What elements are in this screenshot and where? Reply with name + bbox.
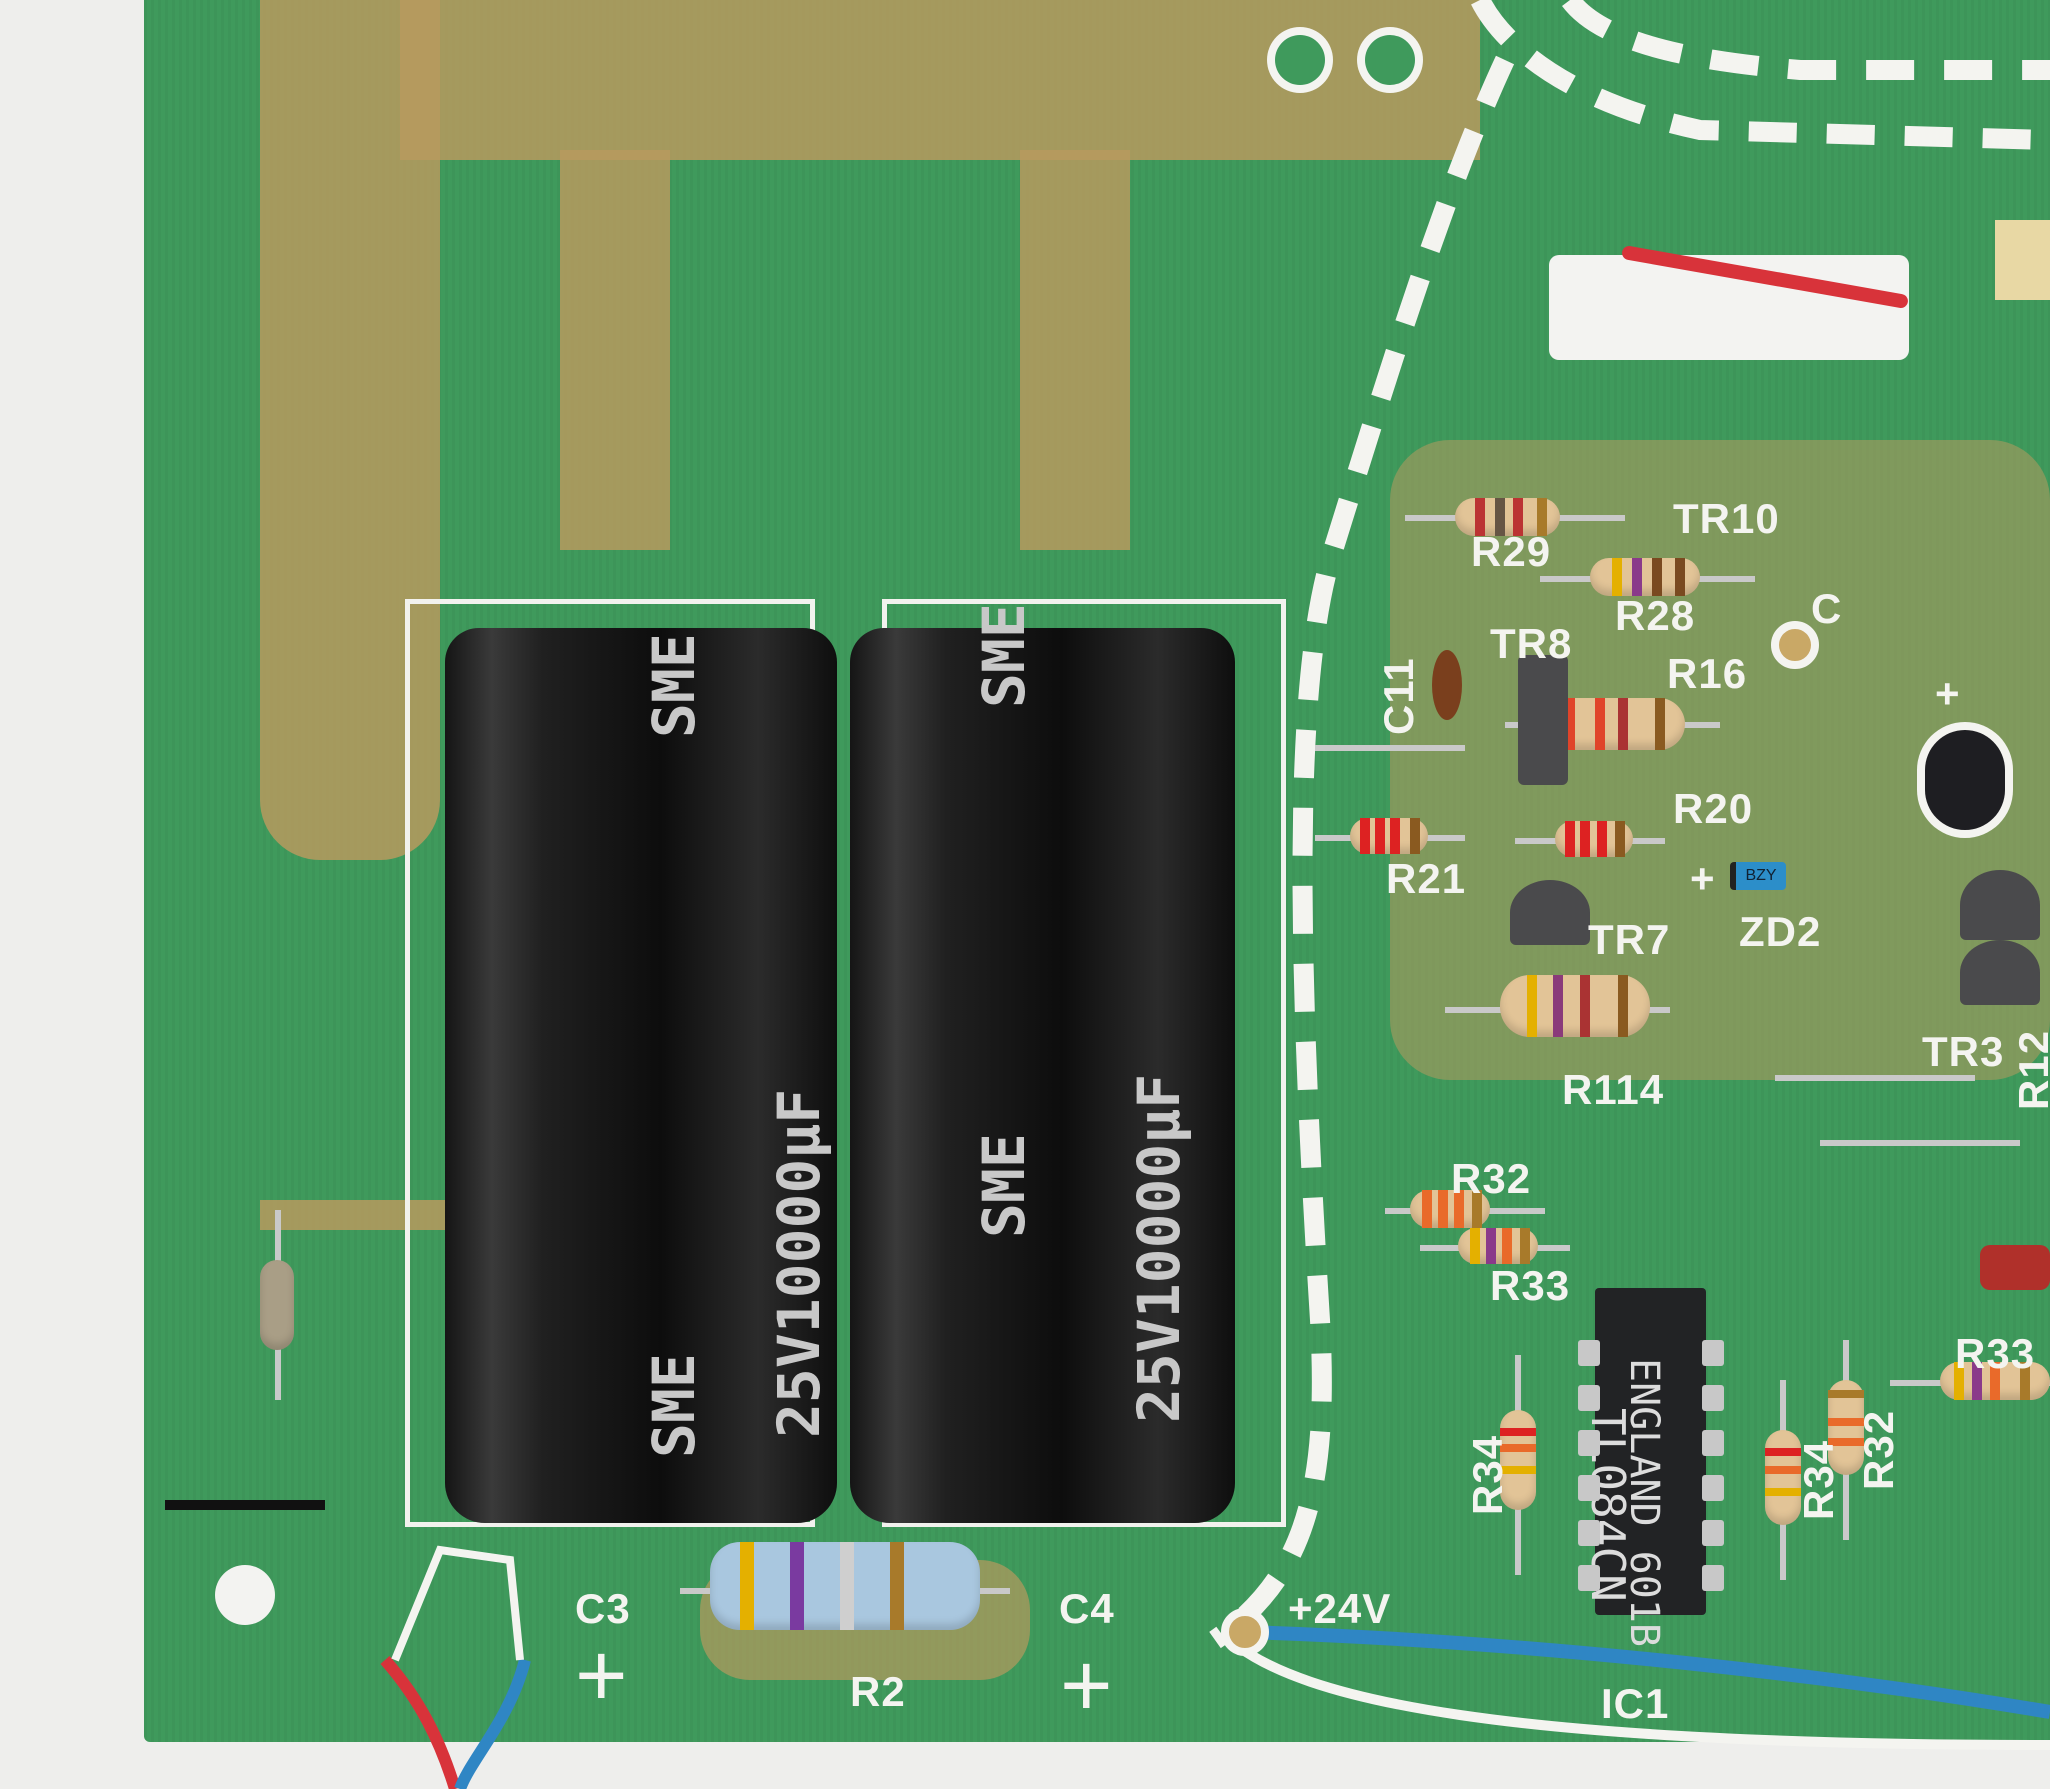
- connector: [1995, 220, 2050, 300]
- label-r12: R12: [2010, 1029, 2050, 1110]
- label-c11: C11: [1375, 657, 1422, 735]
- label-c-test: C: [1811, 585, 1843, 632]
- electrolytic-capacitor-c4: SME 25V10000µF SME: [850, 603, 1235, 1523]
- label-r29: R29: [1471, 528, 1552, 575]
- label-r34: R34: [1464, 1434, 1511, 1515]
- jumper-wire: [1775, 1075, 1975, 1081]
- blue-wire-24v: [1244, 1625, 2050, 1719]
- copper-trace: [260, 1200, 460, 1230]
- electrolytic-capacitor-c3: SME 25V10000µF SME: [445, 628, 837, 1523]
- ic-pin: [1578, 1430, 1600, 1456]
- resistor-r34-right: [1765, 1430, 1801, 1525]
- ic-pin: [1702, 1520, 1724, 1546]
- label-c4: C4: [1059, 1585, 1115, 1632]
- resistor-lead: [1315, 745, 1465, 751]
- label-zd2: ZD2: [1739, 908, 1822, 955]
- label-r16: R16: [1667, 650, 1748, 697]
- label-r2: R2: [850, 1668, 906, 1715]
- red-wire: [380, 1656, 461, 1789]
- ic-pin: [1578, 1340, 1600, 1366]
- resistor-r-left: [260, 1260, 294, 1350]
- label-r114: R114: [1562, 1066, 1665, 1113]
- resistor-r21: [1350, 818, 1428, 854]
- resistor-r32-right: [1828, 1380, 1864, 1475]
- transistor-tr7: [1510, 880, 1590, 945]
- zener-diode-zd2: BZY: [1730, 862, 1786, 890]
- resistor-r29: [1455, 498, 1560, 536]
- resistor-r33-right: [1940, 1362, 2050, 1400]
- label-tr7: TR7: [1588, 916, 1671, 963]
- label-r21: R21: [1386, 855, 1467, 902]
- test-point-c: [1771, 621, 1819, 669]
- ic-pin: [1702, 1475, 1724, 1501]
- label-plus-c: +: [1935, 670, 1961, 717]
- label-c3-plus: +: [575, 1626, 629, 1726]
- label-r28: R28: [1615, 592, 1696, 639]
- ic-tl084cn: ENGLAND 601B TL084CN: [1581, 1288, 1706, 1647]
- label-r34-right: R34: [1795, 1439, 1842, 1520]
- ic-pin: [1578, 1385, 1600, 1411]
- label-plus-24v: +24V: [1288, 1585, 1392, 1632]
- ic-pin: [1578, 1475, 1600, 1501]
- ic-pin: [1702, 1565, 1724, 1591]
- transistor-tr: [1960, 870, 2040, 940]
- mounting-hole: [1365, 35, 1415, 85]
- label-tr8: TR8: [1490, 620, 1573, 667]
- resistor-r33: [1458, 1228, 1538, 1264]
- small-electrolytic-capacitor: [1925, 730, 2005, 830]
- label-r20: R20: [1673, 785, 1754, 832]
- label-plus-zd2: +: [1690, 855, 1716, 902]
- label-ic1: IC1: [1601, 1680, 1670, 1727]
- ic-pin: [1702, 1430, 1724, 1456]
- resistor-r32: [1410, 1190, 1490, 1228]
- copper-trace: [560, 150, 670, 550]
- red-capacitor: [1980, 1245, 2050, 1290]
- ceramic-capacitor-c11: [1432, 650, 1462, 720]
- blue-wire: [454, 1658, 531, 1789]
- mounting-hole: [215, 1565, 275, 1625]
- diode-marking: BZY: [1745, 867, 1777, 884]
- label-r32: R32: [1451, 1155, 1532, 1202]
- ic-pin: [1702, 1340, 1724, 1366]
- label-r33-right: R33: [1955, 1330, 2036, 1377]
- resistor-r20: [1555, 821, 1633, 857]
- ic-pin: [1578, 1520, 1600, 1546]
- supply-pad: [1221, 1608, 1269, 1656]
- transistor-tr8: [1518, 655, 1568, 785]
- copper-trace: [1020, 150, 1130, 550]
- mounting-hole: [1275, 35, 1325, 85]
- jumper-wire: [1820, 1140, 2020, 1146]
- resistor-r28: [1590, 558, 1700, 596]
- label-c4-plus: +: [1060, 1636, 1114, 1736]
- label-c3: C3: [575, 1585, 631, 1632]
- label-r33: R33: [1490, 1262, 1571, 1309]
- resistor-r34: [1500, 1410, 1536, 1510]
- resistor-r2: [710, 1542, 980, 1630]
- label-tr3: TR3: [1922, 1028, 2005, 1075]
- transistor-tr3: [1960, 940, 2040, 1005]
- label-r32-right: R32: [1855, 1409, 1902, 1490]
- resistor-r114: [1500, 975, 1650, 1037]
- ic-pin: [1702, 1385, 1724, 1411]
- ic-pin: [1578, 1565, 1600, 1591]
- bridge-rectifier-outline: [391, 1545, 524, 1662]
- label-tr10: TR10: [1673, 495, 1780, 542]
